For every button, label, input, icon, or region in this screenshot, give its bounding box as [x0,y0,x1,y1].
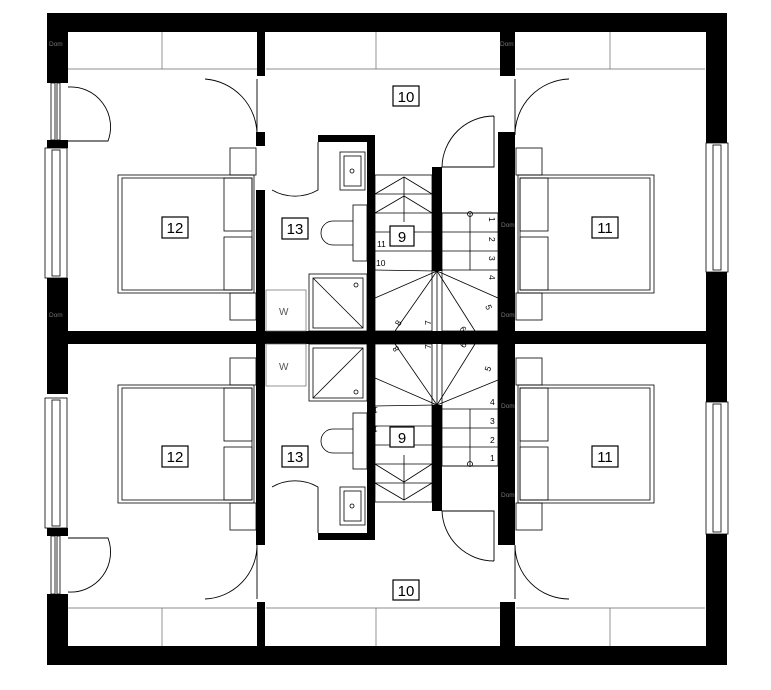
step-number: 11 [369,424,378,434]
step-number: 5 [483,303,494,311]
svg-text:9: 9 [398,229,406,246]
watermark: Dom [501,222,515,229]
walls [47,13,727,665]
windows [44,82,729,595]
room-tag-10-bottom: 10 [392,579,420,601]
svg-text:12: 12 [167,449,184,466]
step-number: 4 [490,397,495,407]
watermark: Dom [501,312,515,319]
bathroom-fixtures [265,151,368,526]
step-number: 7 [423,344,433,349]
svg-text:11: 11 [597,449,613,466]
staircase [374,174,499,503]
svg-text:10: 10 [398,583,415,600]
step-number: 8 [390,344,401,353]
step-number: 6 [458,340,469,349]
step-number: 4 [487,275,497,280]
step-number: 8 [393,318,404,327]
room-tag-12-top: 12 [161,216,189,239]
step-number: 3 [487,256,497,261]
watermark: Dom [500,41,514,48]
step-number: 2 [490,435,495,445]
room-tag-11-top: 11 [591,216,619,239]
step-number: 11 [377,239,386,249]
room-tag-12-bottom: 12 [161,445,189,468]
room-tag-9-bottom: 9 [389,426,415,448]
room-tag-11-bottom: 11 [591,445,619,468]
laundry-label: W [279,307,289,318]
step-number: 6 [458,325,469,334]
svg-text:13: 13 [287,221,304,238]
step-number: 10 [368,405,378,415]
step-number: 3 [490,416,495,426]
step-number: 1 [487,217,497,222]
svg-text:12: 12 [167,220,184,237]
svg-text:9: 9 [398,430,406,447]
watermarks: Dom Dom Dom Dom Dom Dom Dom [49,41,515,499]
svg-text:11: 11 [597,220,613,237]
room-tag-13-bottom: 13 [281,445,309,468]
step-number: 5 [482,365,493,373]
laundry-label: W [279,362,289,373]
step-number: 2 [487,237,497,242]
beds [117,147,655,531]
interior-lines [68,32,705,646]
svg-text:10: 10 [398,89,415,106]
watermark: Dom [49,312,63,319]
room-tag-10-top: 10 [392,85,420,107]
room-tag-9-top: 9 [389,225,415,247]
stair-numbers: 1 2 3 4 5 6 7 8 10 11 1 2 3 4 5 6 7 8 10… [368,217,497,463]
watermark: Dom [501,492,515,499]
watermark: Dom [501,403,515,410]
step-number: 7 [423,320,433,325]
svg-text:13: 13 [287,449,304,466]
step-number: 10 [376,258,386,268]
watermark: Dom [49,41,63,48]
step-number: 1 [490,453,495,463]
room-tag-13-top: 13 [281,217,309,240]
doors [67,78,570,600]
